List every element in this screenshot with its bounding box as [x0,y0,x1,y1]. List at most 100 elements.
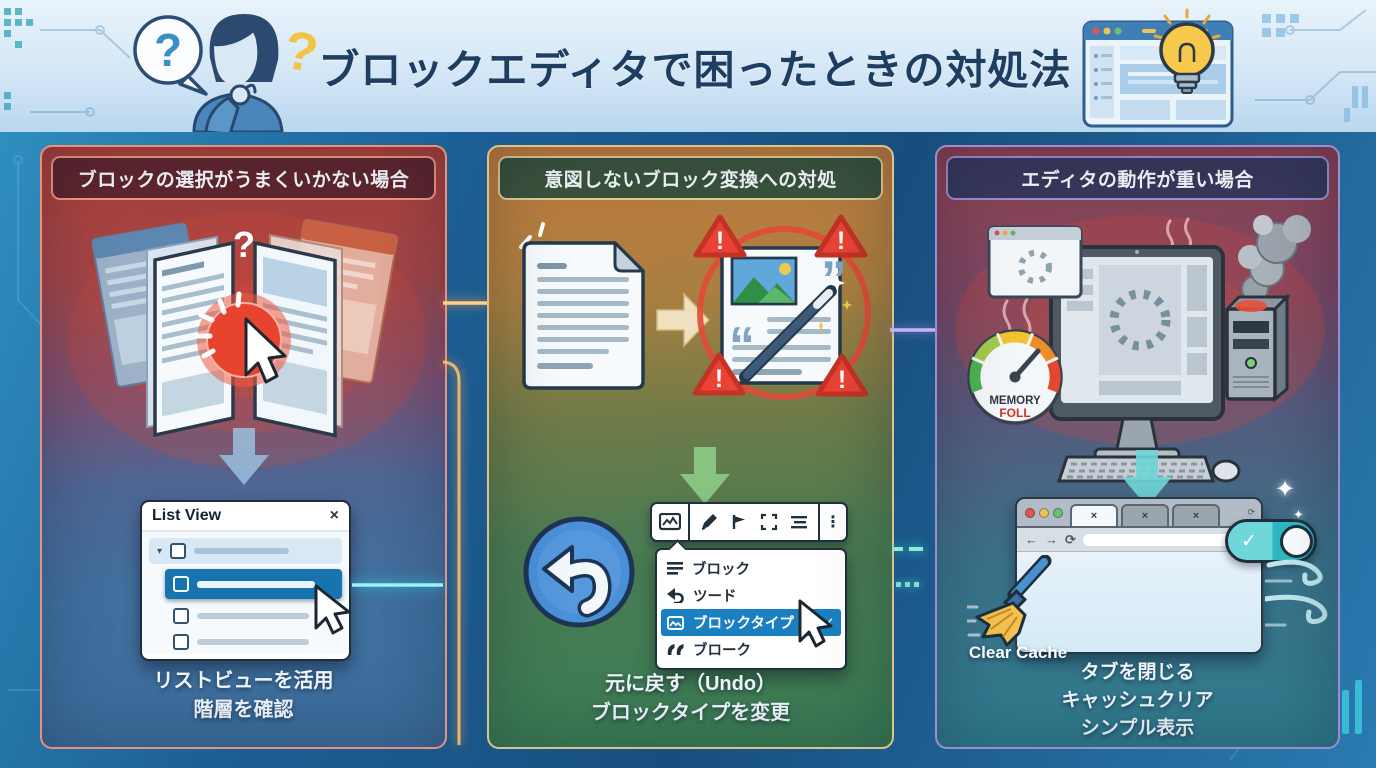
svg-text:!: ! [715,365,723,393]
sparkle-icon: ✦ [1293,507,1304,522]
gauge-label-warning: FOLL [999,406,1030,420]
undo-icon [523,516,635,628]
browser-tab[interactable]: × [1121,504,1169,526]
options-menu-button[interactable]: ⋮ [818,504,846,540]
warning-triangle-icon: ! [692,352,746,396]
reload-icon[interactable]: ⟳ [1065,531,1076,547]
popup-window [987,225,1083,299]
forward-icon[interactable]: → [1045,532,1058,547]
block-toolbar: ⋮ [650,502,848,542]
text-placeholder-bar [197,613,309,619]
list-view-header: List View × [142,502,349,532]
panel-2-header: 意図しないブロック変換への対処 [498,156,883,200]
svg-text:!: ! [838,366,846,394]
svg-text:!: ! [837,227,845,255]
browser-tab[interactable]: × [1070,504,1118,526]
magic-wand-icon [739,275,852,383]
menu-item-label: ツード [693,589,737,605]
editor-lightbulb-illustration [1082,8,1234,128]
checkbox-icon[interactable] [170,543,187,559]
text-placeholder-bar [197,639,309,645]
close-icon[interactable]: × [329,507,339,524]
transform-arrow-icon [656,292,711,348]
svg-text:!: ! [716,227,724,255]
menu-item-quote[interactable]: ブローク [657,636,845,663]
quote-icon [667,644,684,655]
toolbar-button-group [690,504,818,540]
panel-2-caption: 元に戻す（Undo） ブロックタイプを変更 [489,670,892,728]
caption-line: リストビューを活用 [153,670,334,692]
panel-1-caption: リストビューを活用 階層を確認 [42,667,445,725]
list-view-row[interactable]: ▾ [149,538,342,564]
panel-2-header-label: 意図しないブロック変換への対処 [544,169,837,191]
checkbox-icon[interactable] [173,608,189,624]
caption-line: 階層を確認 [193,699,294,721]
panel-3-header: エディタの動作が重い場合 [946,156,1329,200]
checkbox-icon[interactable] [173,576,189,592]
question-mark-icon: ? [233,224,255,265]
page-title: ブロックエディタで困ったときの対処法 [318,47,1072,93]
menu-item-block[interactable]: ブロック [657,555,845,582]
close-icon[interactable]: × [1090,510,1098,522]
wind-icon [1265,559,1328,627]
select-brackets-icon[interactable] [760,513,778,531]
text-placeholder-bar [194,548,290,554]
panel-block-conversion: 意図しないブロック変換への対処 ” “ [487,145,894,749]
warning-circle [697,226,871,400]
browser-window: × × × ⟳ ← → ⟳ [1015,497,1263,654]
list-view-row[interactable] [165,605,342,627]
browser-nav-bar: ← → ⟳ [1017,528,1261,552]
menu-item-label: ブローク [693,643,751,659]
flow-down-arrow-icon [1122,450,1172,507]
lines-icon [667,562,683,575]
close-icon[interactable]: × [1141,510,1149,522]
panel-slow-editor: エディタの動作が重い場合 [935,145,1340,749]
panel-3-caption: タブを閉じる キャッシュクリア シンプル表示 [937,659,1338,743]
loading-spinner-icon [1109,289,1171,351]
list-view-panel: List View × ▾ [140,500,351,661]
clear-cache-label: Clear Cache [968,643,1068,662]
warning-triangle-icon: ! [814,214,868,258]
click-burst-icon [195,291,242,359]
panel-3-header-label: エディタの動作が重い場合 [1021,169,1254,191]
caption-line: タブを閉じる [1080,662,1195,683]
reload-icon[interactable]: ⟳ [1247,507,1255,517]
panel-block-selection: ブロックの選択がうまくいかない場合 [40,145,447,749]
block-conversion-illustration: ” “ ! ! ! [519,214,871,400]
image-block-icon [667,615,684,630]
cursor-icon [314,584,351,635]
thinking-person-illustration: ? ? [133,14,322,132]
list-view-title: List View [152,507,222,524]
pc-tower [1223,293,1291,403]
image-block-icon [659,513,681,531]
list-view-row-selected[interactable] [165,569,342,599]
pencil-icon[interactable] [700,513,718,531]
browser-tab[interactable]: × [1172,504,1220,526]
flow-down-arrow-icon [219,428,269,485]
flag-icon[interactable] [730,513,748,531]
broom-icon [967,555,1052,647]
toggle-knob[interactable] [1280,524,1313,558]
menu-item-label: ブロック [692,562,750,578]
chevron-down-icon[interactable]: ▾ [157,545,163,557]
menu-item-label: ブロックタイプ [693,616,794,632]
gauge-label: MEMORY [989,395,1041,407]
simple-view-toggle[interactable]: ✓ [1225,519,1317,563]
url-bar[interactable] [1082,533,1253,546]
checkbox-icon[interactable] [173,634,189,650]
menu-item-mode[interactable]: ツード [657,582,845,609]
cursor-icon [244,317,287,384]
browser-tab-bar: × × × ⟳ [1017,499,1261,528]
list-view-row[interactable] [165,631,342,653]
block-options-menu: ブロック ツード ブロックタイプ ✓ [655,539,847,670]
text-placeholder-bar [197,580,315,588]
attention-ticks-icon [519,222,545,249]
back-icon[interactable]: ← [1025,532,1038,547]
align-lines-icon[interactable] [790,513,808,531]
sparkle-icon: ✦ [1275,476,1296,503]
block-type-button[interactable] [652,504,690,540]
caption-line: シンプル表示 [1080,718,1195,739]
close-icon[interactable]: × [1192,510,1200,522]
caption-line: 元に戻す（Undo） [604,673,777,695]
